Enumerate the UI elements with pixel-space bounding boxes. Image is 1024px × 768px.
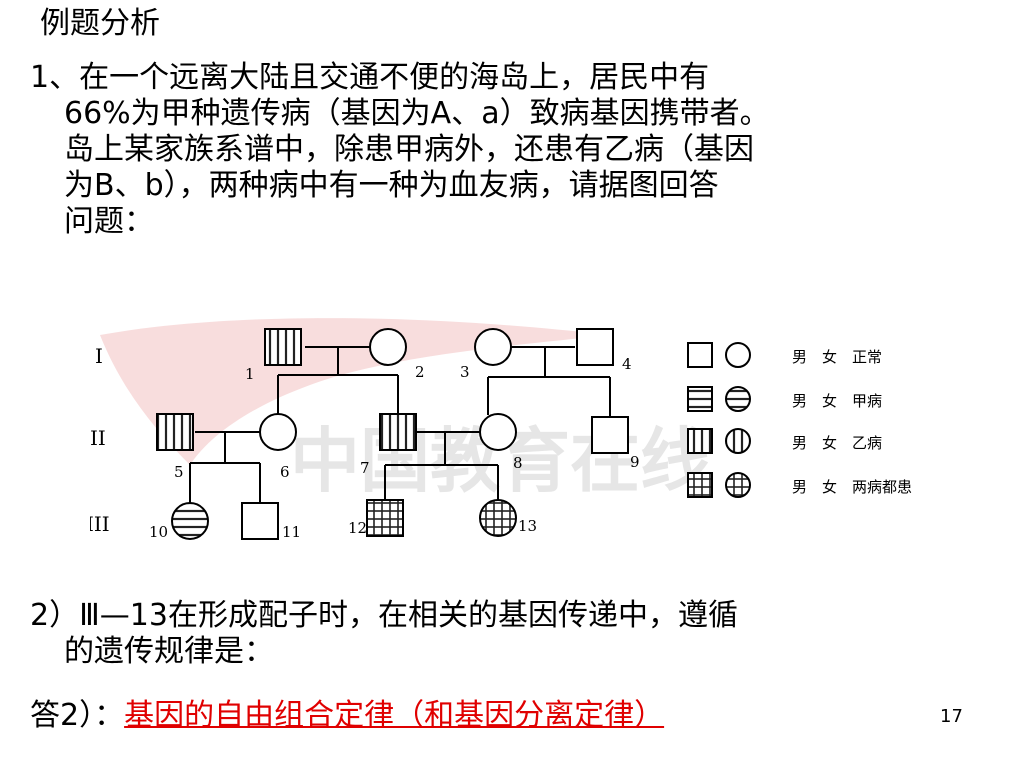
individual-number: 10 [149, 523, 168, 541]
legend-male-label: 男 [792, 392, 807, 410]
individual-number: 11 [282, 523, 301, 541]
question-2-line: 2）Ⅲ—13在形成配子时，在相关的基因传递中，遵循 [30, 598, 738, 633]
slide-title: 例题分析 [40, 6, 160, 41]
individual-1-male-disease-b [264, 328, 302, 366]
individual-4-male-normal [576, 328, 614, 366]
page-number: 17 [940, 706, 963, 727]
answer-prefix: 答2）： [30, 698, 125, 733]
legend-female-both-symbol [725, 472, 751, 498]
individual-13-female-both [479, 499, 517, 537]
individual-2-female-normal [369, 328, 407, 366]
legend-status-label: 乙病 [852, 434, 882, 452]
individual-number: 8 [513, 454, 523, 472]
individual-9-male-normal [591, 416, 629, 454]
individual-number: 12 [348, 519, 367, 537]
legend-female-label: 女 [822, 478, 837, 496]
legend-male-disease-b-symbol [687, 428, 713, 454]
generation-label: III [90, 512, 110, 536]
answer-text: 基因的自由组合定律（和基因分离定律） [124, 698, 665, 733]
legend-male-label: 男 [792, 348, 807, 366]
individual-11-male-normal [241, 502, 279, 540]
legend-male-normal-symbol [687, 342, 713, 368]
legend-female-disease-b-symbol [725, 428, 751, 454]
individual-number: 6 [280, 463, 290, 481]
generation-label: I [95, 344, 103, 368]
individual-number: 3 [460, 363, 470, 381]
question-2: 2）Ⅲ—13在形成配子时，在相关的基因传递中，遵循 的遗传规律是： [30, 598, 990, 670]
question-1-line: 问题： [64, 204, 154, 239]
legend-status-label: 两病都患 [852, 478, 912, 496]
individual-number: 7 [360, 459, 370, 477]
individual-3-female-normal [474, 328, 512, 366]
legend-male-both-symbol [687, 472, 713, 498]
individual-number: 1 [245, 365, 255, 383]
legend-status-label: 正常 [852, 348, 882, 366]
individual-5-male-disease-b [156, 413, 194, 451]
legend-male-label: 男 [792, 478, 807, 496]
legend-female-label: 女 [822, 392, 837, 410]
answer: 答2）：基因的自由组合定律（和基因分离定律） [30, 696, 664, 736]
pedigree-legend: 男 女 正常 男 女 甲病 男 女 乙病 男 女 两病都患 [687, 342, 912, 498]
legend-status-label: 甲病 [852, 392, 882, 410]
individual-6-female-normal [259, 413, 297, 451]
individual-number: 2 [415, 363, 425, 381]
question-1-line: 1、在一个远离大陆且交通不便的海岛上，居民中有 [30, 60, 710, 95]
individual-number: 13 [518, 517, 537, 535]
individual-7-male-disease-b [379, 413, 417, 451]
legend-female-normal-symbol [725, 342, 751, 368]
pedigree-diagram: 中国教育在线 I II III 1 2 3 4 5 6 7 8 9 10 11 [90, 318, 912, 541]
question-1: 1、在一个远离大陆且交通不便的海岛上，居民中有 66%为甲种遗传病（基因为A、a… [30, 60, 990, 240]
individual-number: 9 [630, 453, 640, 471]
legend-male-disease-a-symbol [687, 386, 713, 412]
individual-12-male-both [366, 499, 404, 537]
legend-male-label: 男 [792, 434, 807, 452]
individual-10-female-disease-a [171, 502, 209, 540]
question-2-line: 的遗传规律是： [64, 634, 274, 669]
individual-number: 5 [174, 463, 184, 481]
legend-female-disease-a-symbol [725, 386, 751, 412]
generation-label: II [90, 426, 106, 450]
individual-8-female-normal [479, 413, 517, 451]
legend-female-label: 女 [822, 348, 837, 366]
legend-female-label: 女 [822, 434, 837, 452]
question-1-line: 为B、b），两种病中有一种为血友病，请据图回答 [64, 168, 719, 203]
individual-number: 4 [622, 355, 632, 373]
question-1-line: 岛上某家族系谱中，除患甲病外，还患有乙病（基因 [64, 132, 754, 167]
question-1-line: 66%为甲种遗传病（基因为A、a）致病基因携带者。 [64, 96, 770, 131]
